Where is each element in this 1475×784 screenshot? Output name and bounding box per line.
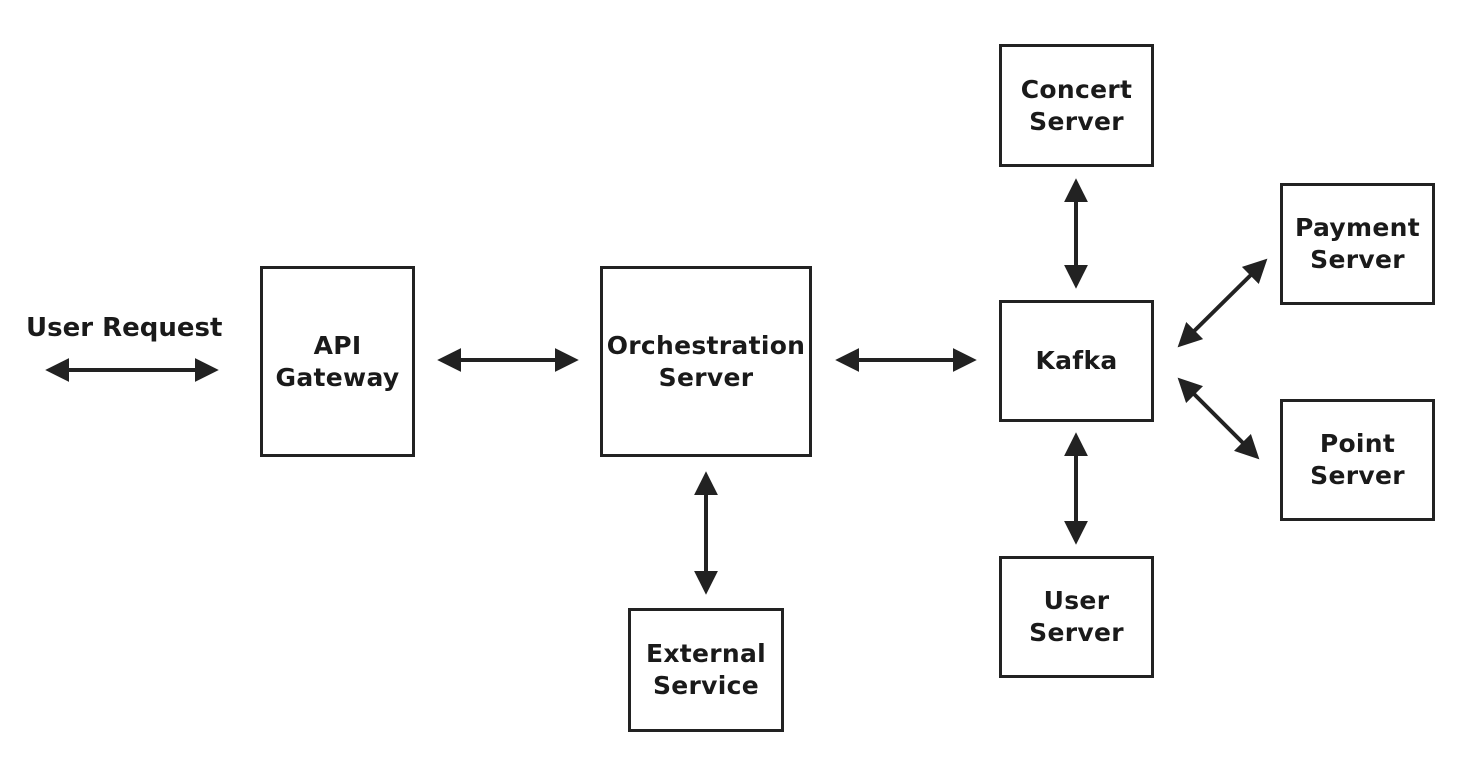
payment-server-label-line-2: Server bbox=[1310, 245, 1405, 274]
kafka-node: Kafka bbox=[999, 300, 1154, 422]
concert-server-label-line-2: Server bbox=[1029, 106, 1124, 136]
external-service-node: External Service bbox=[628, 608, 784, 732]
external-service-label-line-2: Service bbox=[652, 671, 760, 700]
api-gateway-node: API Gateway bbox=[260, 266, 415, 457]
payment-server-node: Payment Server bbox=[1280, 183, 1435, 305]
point-server-node: Point Server bbox=[1280, 399, 1435, 521]
api-gateway-label-line-1: API bbox=[313, 330, 362, 360]
edge-kafka-point bbox=[1177, 377, 1260, 460]
concert-server-node: Concert Server bbox=[999, 44, 1154, 167]
point-server-label-line-1: Point bbox=[1319, 429, 1396, 458]
payment-server-label-line-1: Payment bbox=[1295, 213, 1420, 242]
user-server-node: User Server bbox=[999, 556, 1154, 678]
edge-kafka-payment bbox=[1177, 258, 1268, 348]
point-server-label-line-2: Server bbox=[1310, 461, 1405, 490]
concert-server-label-line-1: Concert bbox=[1020, 74, 1133, 104]
kafka-label: Kafka bbox=[1035, 346, 1118, 375]
external-service-label-line-1: External bbox=[645, 639, 767, 668]
api-gateway-label-line-2: Gateway bbox=[275, 362, 400, 392]
orchestration-server-node: Orchestration Server bbox=[600, 266, 812, 457]
user-server-label-line-1: User bbox=[1043, 586, 1110, 615]
user-server-label-line-2: Server bbox=[1029, 618, 1124, 647]
user-request-label: User Request bbox=[26, 313, 223, 343]
orchestration-server-label-line-2: Server bbox=[658, 362, 754, 392]
orchestration-server-label-line-1: Orchestration bbox=[606, 330, 806, 360]
